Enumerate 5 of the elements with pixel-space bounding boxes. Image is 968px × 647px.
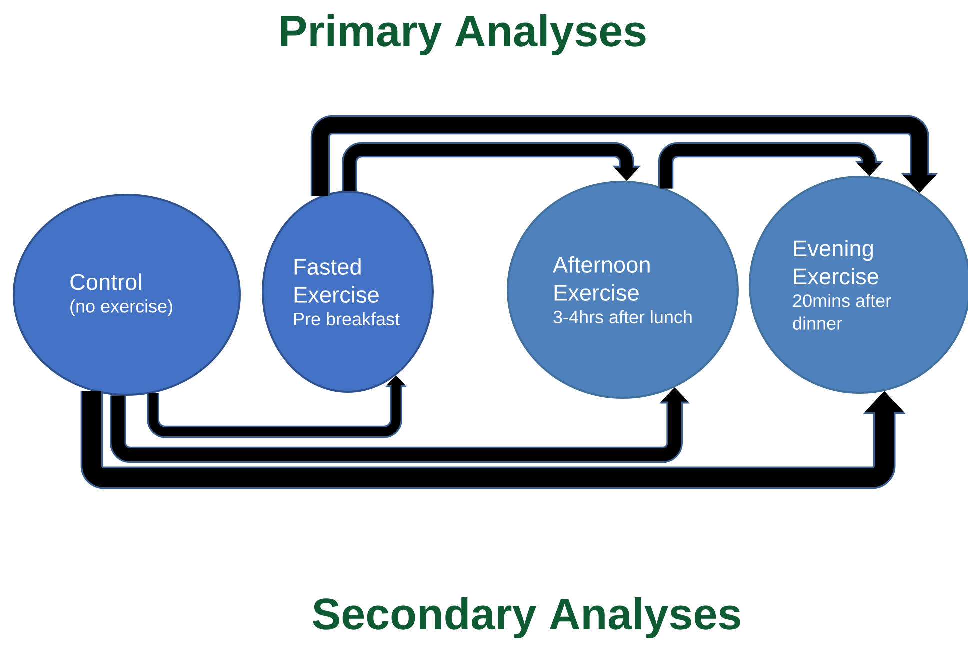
title: Primary Analyses xyxy=(281,14,646,56)
curved-arrow xyxy=(658,142,884,189)
curved-arrow xyxy=(342,142,641,192)
heading-text: Secondary Analyses xyxy=(313,598,740,639)
curved-arrow xyxy=(310,115,938,196)
